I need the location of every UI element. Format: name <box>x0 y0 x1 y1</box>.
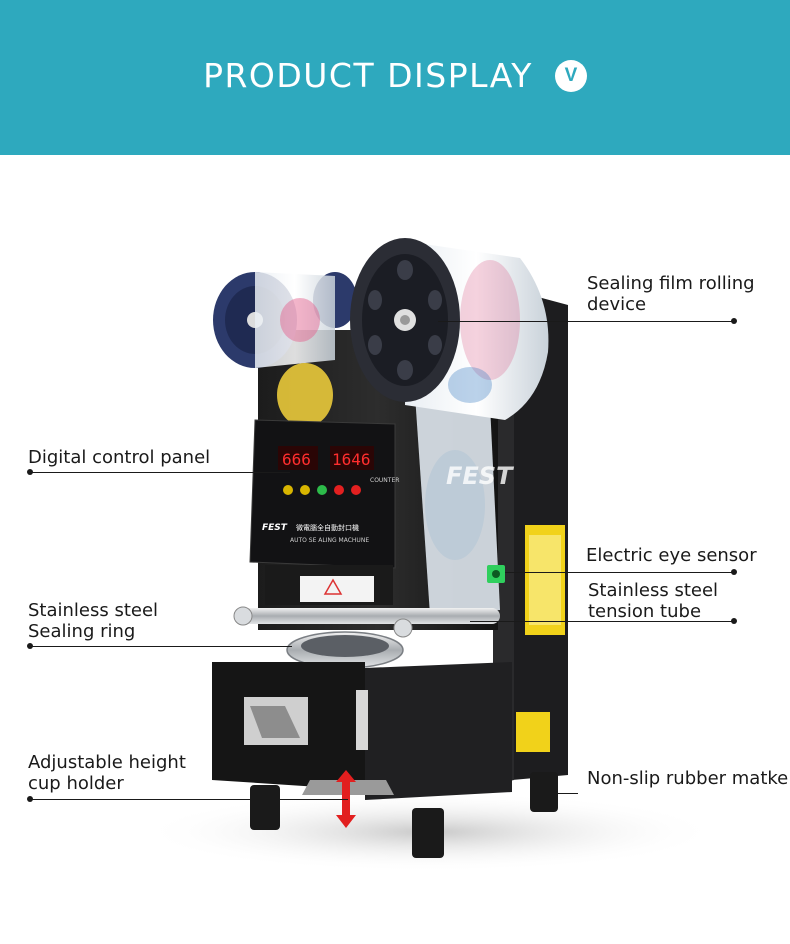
callout-sealing-film-leader <box>438 321 734 322</box>
display-left-readout: 666 <box>282 450 311 469</box>
callout-sealing-ring-dot <box>27 643 33 649</box>
callout-sealing-ring-leader <box>30 646 292 647</box>
callout-electric-eye-leader <box>505 572 734 573</box>
callout-tension-tube-leader <box>470 621 734 622</box>
sealing-machine-photo: 666 1646 COUNTER FEST 微電腦全自動封口機 AUTO SE … <box>140 238 720 872</box>
callout-control-panel-leader <box>30 472 290 473</box>
panel-brand: FEST <box>262 523 288 533</box>
callout-rubber-feet-leader <box>542 793 578 794</box>
display-right-readout: 1646 <box>332 450 371 469</box>
callout-cup-holder-leader <box>30 799 348 800</box>
callout-rubber-feet-label: Non-slip rubber matke <box>587 768 789 789</box>
callout-cup-holder-dot <box>27 796 33 802</box>
callout-sealing-film-dot <box>731 318 737 324</box>
counter-label: COUNTER <box>370 477 399 484</box>
callout-tension-tube-dot <box>731 618 737 624</box>
callout-tension-tube-label: Stainless steel tension tube <box>588 580 719 622</box>
callout-control-panel-label: Digital control panel <box>28 447 211 468</box>
callout-sealing-ring-label: Stainless steel Sealing ring <box>28 600 159 642</box>
callout-control-panel-dot <box>27 469 33 475</box>
callout-electric-eye-label: Electric eye sensor <box>586 545 757 566</box>
callout-sealing-film-label: Sealing film rolling device <box>587 273 755 315</box>
panel-name-en: AUTO SE ALING MACHUNE <box>290 537 369 544</box>
product-display-banner: PRODUCT DISPLAY V <box>0 0 790 155</box>
fest-logo: FEST <box>446 462 514 490</box>
callout-electric-eye-dot <box>731 569 737 575</box>
stainless-tension-tube <box>240 608 500 624</box>
banner-title: PRODUCT DISPLAY <box>203 56 533 95</box>
rubber-foot <box>250 785 280 830</box>
callout-cup-holder-label: Adjustable height cup holder <box>28 752 186 794</box>
panel-name-cn: 微電腦全自動封口機 <box>296 523 359 532</box>
chevron-down-badge-icon: V <box>554 59 587 92</box>
